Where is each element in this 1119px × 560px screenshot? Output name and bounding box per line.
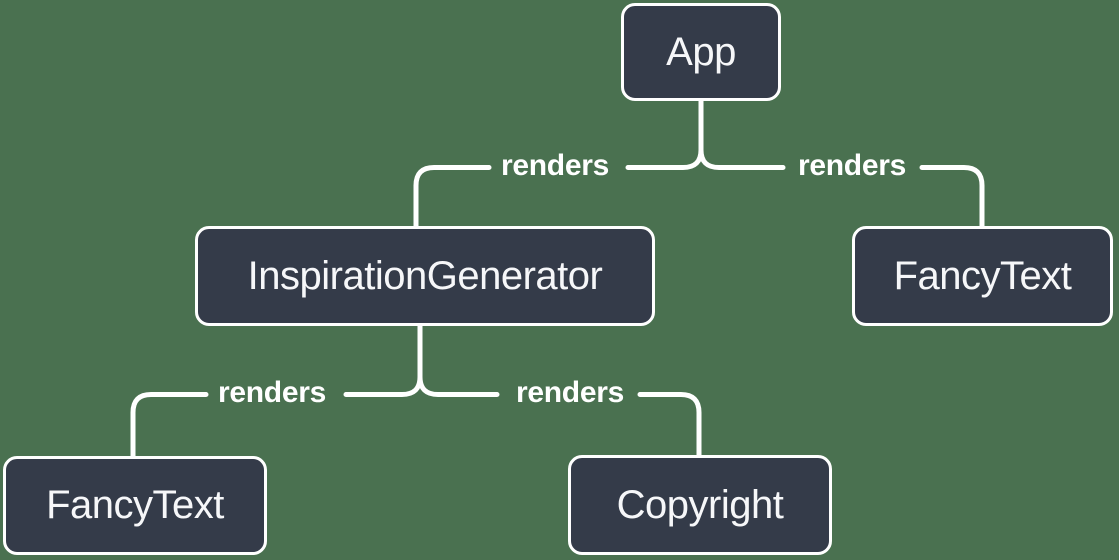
node-inspiration-generator: InspirationGenerator: [195, 226, 655, 326]
edge-label-inspirationgenerator-copyright: renders: [516, 376, 624, 409]
edge-label-inspirationgenerator-fancytext: renders: [218, 376, 326, 409]
node-app: App: [621, 3, 781, 101]
node-app-label: App: [666, 29, 736, 74]
node-fancy-text-right: FancyText: [852, 226, 1113, 326]
edge-inspirationgenerator-to-copyright-line-a: [417, 323, 500, 397]
node-copyright: Copyright: [568, 455, 832, 555]
node-fancy-text-left-label: FancyText: [46, 483, 224, 527]
node-fancy-text-right-label: FancyText: [893, 253, 1072, 298]
edge-inspirationgenerator-to-fancytext-line-b: [130, 392, 209, 459]
edge-label-app-fancytext: renders: [798, 149, 906, 182]
edge-inspirationgenerator-to-fancytext-line-a: [343, 323, 423, 397]
node-inspiration-generator-label: InspirationGenerator: [247, 253, 603, 298]
edge-label-app-inspirationgenerator: renders: [501, 149, 609, 182]
edge-app-to-inspirationgenerator-line-a: [625, 98, 704, 170]
edge-inspirationgenerator-to-copyright-line-b: [637, 392, 702, 458]
edge-app-to-inspirationgenerator-line-b: [413, 165, 492, 229]
node-copyright-label: Copyright: [616, 482, 784, 527]
edge-app-to-fancytext-line-b: [919, 165, 985, 229]
node-fancy-text-left: FancyText: [3, 456, 267, 555]
edge-app-to-fancytext-line-a: [698, 98, 786, 170]
